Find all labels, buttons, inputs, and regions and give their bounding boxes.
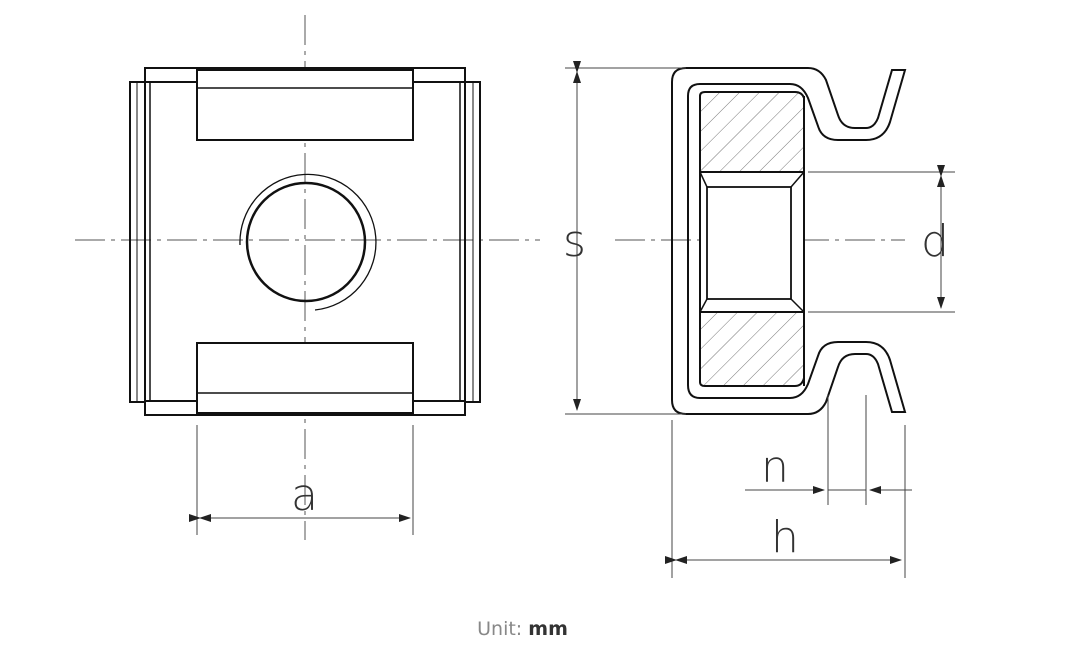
top-clip-plate bbox=[196, 69, 414, 141]
chamfer-bottom-right bbox=[790, 298, 805, 313]
dimension-d bbox=[808, 165, 955, 313]
nut-upper-hatched-section bbox=[699, 91, 805, 173]
dimension-a bbox=[189, 425, 414, 535]
side-view bbox=[615, 67, 907, 415]
top-right-lip bbox=[412, 67, 466, 83]
top-left-lip bbox=[144, 67, 198, 83]
dimension-n-label: n bbox=[761, 442, 789, 493]
dimension-s bbox=[565, 61, 686, 415]
dimension-h bbox=[665, 420, 906, 578]
dimension-d-label: d bbox=[921, 216, 949, 267]
chamfer-top-left bbox=[699, 171, 708, 188]
front-view bbox=[75, 15, 540, 540]
thread-major-arc bbox=[239, 173, 377, 311]
chamfer-top-right bbox=[790, 171, 805, 188]
bottom-right-lip bbox=[412, 400, 466, 416]
cage-clip-outer-profile bbox=[671, 67, 907, 415]
bottom-clip-plate bbox=[196, 342, 414, 414]
unit-value: mm bbox=[528, 618, 568, 640]
dimension-h-label: h bbox=[771, 512, 799, 563]
dimension-a-label: a bbox=[291, 470, 318, 521]
bottom-left-lip bbox=[144, 400, 198, 416]
thread-hole bbox=[245, 181, 367, 303]
chamfer-bottom-left bbox=[699, 298, 708, 313]
nut-bore-inner bbox=[706, 186, 792, 300]
front-view-centerlines bbox=[75, 15, 540, 540]
unit-caption: Unit: mm bbox=[0, 618, 1045, 640]
dimension-s-label: s bbox=[563, 216, 586, 267]
unit-label: Unit: bbox=[477, 618, 523, 640]
nut-lower-hatched-section bbox=[699, 311, 805, 387]
